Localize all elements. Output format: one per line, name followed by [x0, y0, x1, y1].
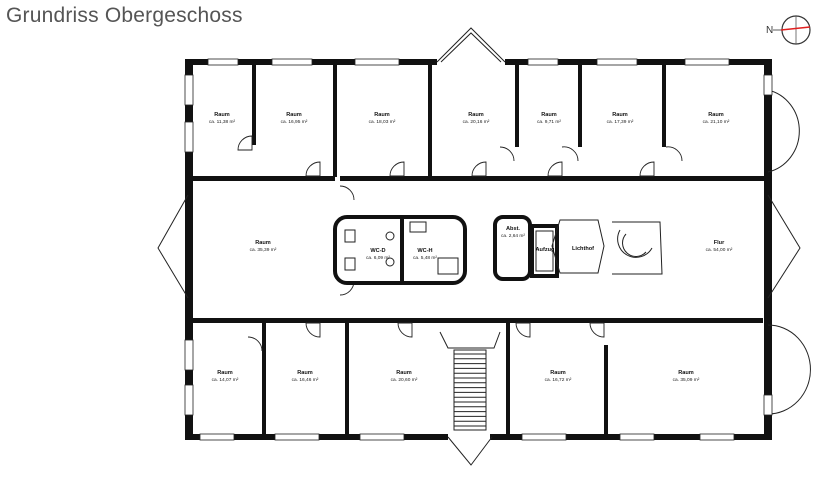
- lichthof-label: Lichthof: [572, 246, 594, 252]
- room-r8-area: ca. 35,39 m²: [250, 247, 277, 253]
- room-r12-area: ca. 16,72 m²: [545, 377, 572, 383]
- room-r8-name: Raum: [255, 240, 271, 246]
- room-r10-area: ca. 16,46 m²: [292, 377, 319, 383]
- bay-walls: [157, 27, 811, 466]
- room-r13-area: ca. 35,09 m²: [673, 377, 700, 383]
- room-r11-name: Raum: [396, 370, 412, 376]
- room-r13-name: Raum: [678, 370, 694, 376]
- room-r1-name: Raum: [214, 112, 230, 118]
- room-flur-area: ca. 54,00 m²: [706, 247, 733, 253]
- room-r9-name: Raum: [217, 370, 233, 376]
- compass-north-letter: N: [766, 25, 773, 36]
- room-r2-area: ca. 16,95 m²: [281, 119, 308, 125]
- room-r7-area: ca. 21,10 m²: [703, 119, 730, 125]
- staircase: [439, 331, 501, 431]
- wc-block: [333, 215, 467, 285]
- room-r3-name: Raum: [374, 112, 390, 118]
- room-r6-name: Raum: [612, 112, 628, 118]
- room-wch-name: WC-H: [417, 248, 432, 254]
- room-abst-name: Abst.: [506, 226, 520, 232]
- room-r10-name: Raum: [297, 370, 313, 376]
- doors: [237, 135, 683, 352]
- room-r5-name: Raum: [541, 112, 557, 118]
- core-block: [493, 215, 663, 281]
- room-r2-name: Raum: [286, 112, 302, 118]
- windows: [184, 58, 773, 441]
- room-flur-name: Flur: [714, 240, 725, 246]
- room-labels: Raum ca. 11,38 m² Raum ca. 16,95 m² Raum…: [209, 112, 733, 383]
- page-title: Grundriss Obergeschoss: [6, 4, 243, 27]
- room-r9-area: ca. 14,07 m²: [212, 377, 239, 383]
- room-r12-name: Raum: [550, 370, 566, 376]
- room-wcd-name: WC-D: [370, 248, 385, 254]
- room-wch-area: ca. 5,48 m²: [413, 255, 437, 261]
- room-r7-name: Raum: [708, 112, 724, 118]
- room-r3-area: ca. 18,03 m²: [369, 119, 396, 125]
- room-r11-area: ca. 20,60 m²: [391, 377, 418, 383]
- room-abst-area: ca. 2,64 m²: [501, 233, 525, 239]
- compass-icon: N: [766, 15, 811, 45]
- room-r4-name: Raum: [468, 112, 484, 118]
- room-wcd-area: ca. 6,09 m²: [366, 255, 390, 261]
- aufzug-label: Aufzug: [536, 247, 556, 253]
- room-r4-area: ca. 20,16 m²: [463, 119, 490, 125]
- compass-needle: [780, 26, 811, 31]
- room-r6-area: ca. 17,39 m²: [607, 119, 634, 125]
- room-r5-area: ca. 9,71 m²: [537, 119, 561, 125]
- room-r1-area: ca. 11,38 m²: [209, 119, 236, 125]
- exterior-walls: [185, 59, 772, 440]
